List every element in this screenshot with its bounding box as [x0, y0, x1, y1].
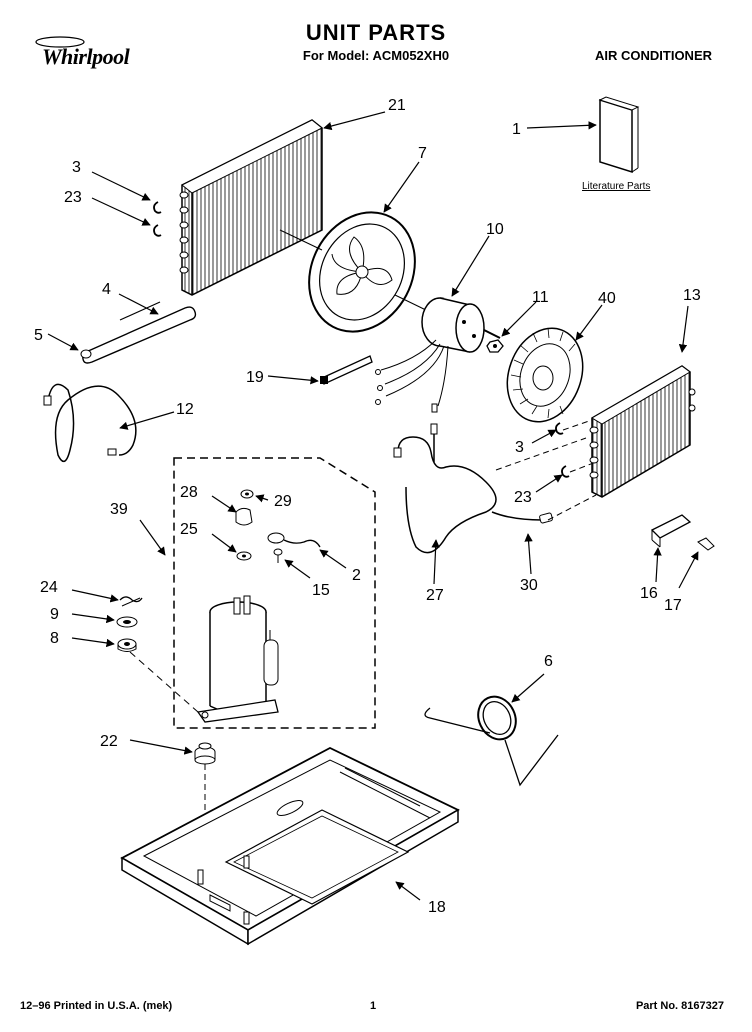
clip-3-left [153, 201, 162, 214]
callout-23-left: 23 [64, 189, 82, 206]
product-type: AIR CONDITIONER [595, 48, 712, 63]
literature-pamphlet [598, 96, 640, 174]
compressor [196, 595, 279, 723]
callout-19: 19 [246, 369, 264, 386]
callout-25: 25 [180, 521, 198, 538]
callout-39: 39 [110, 501, 128, 518]
callout-22: 22 [100, 733, 118, 750]
drain-heater-tube [80, 301, 197, 364]
mount-8 [117, 638, 137, 652]
callout-11: 11 [532, 289, 549, 306]
callout-labels: 1 3 23 21 7 10 11 40 13 4 5 19 12 3 23 2… [34, 97, 701, 916]
condenser-coil [179, 119, 323, 296]
brand-logo: Whirlpool [42, 44, 130, 69]
overload-15 [273, 548, 283, 563]
callout-4: 4 [102, 281, 111, 298]
screw-17 [697, 537, 715, 551]
footer-page-number: 1 [370, 1000, 377, 1012]
bolt-24 [119, 596, 143, 607]
base-pan [120, 746, 460, 946]
callout-8: 8 [50, 630, 59, 647]
callout-3-right: 3 [515, 439, 524, 456]
literature-parts-label: Literature Parts [582, 181, 651, 192]
callout-10: 10 [486, 221, 504, 238]
grommet-22 [194, 742, 216, 765]
callout-28: 28 [180, 484, 198, 501]
callout-16: 16 [640, 585, 658, 602]
whirlpool-logo-mark [35, 36, 85, 48]
capillary-tube [393, 423, 497, 554]
callout-40: 40 [598, 290, 616, 307]
bracket-16 [650, 514, 692, 548]
clip-23-left [153, 224, 162, 237]
washer-25 [236, 551, 252, 561]
blower-wheel [506, 327, 584, 423]
callout-18: 18 [428, 899, 446, 916]
callout-29: 29 [274, 493, 292, 510]
callout-5: 5 [34, 327, 43, 344]
callout-21: 21 [388, 97, 406, 114]
callout-23-right: 23 [514, 489, 532, 506]
dashed-connectors [495, 419, 597, 521]
footer-part-number: Part No. 8167327 [635, 1000, 724, 1012]
footer-print-info: 12–96 Printed in U.S.A. (mek) [20, 1000, 173, 1012]
gasket-ring [424, 695, 559, 787]
callout-27: 27 [426, 587, 444, 604]
leader-lines [47, 111, 699, 901]
washer-9 [116, 616, 138, 628]
callout-12: 12 [176, 401, 194, 418]
model-subtitle: For Model: ACM052XH0 [302, 48, 450, 63]
callout-2: 2 [352, 567, 361, 584]
callout-9: 9 [50, 606, 59, 623]
fan-shroud [279, 211, 431, 333]
nut-11 [486, 339, 504, 353]
callout-3-left: 3 [72, 159, 81, 176]
callout-24: 24 [40, 579, 58, 596]
sensor-wire [43, 383, 137, 463]
thermistor [491, 511, 553, 524]
compressor-group-outline [173, 457, 376, 729]
evaporator-coil [589, 365, 696, 498]
callout-7: 7 [418, 145, 427, 162]
callout-6: 6 [544, 653, 553, 670]
mount-leader [129, 651, 199, 713]
grommet-29 [240, 489, 254, 499]
strap-19 [320, 355, 373, 385]
page-title: UNIT PARTS [305, 20, 447, 45]
terminal-cover-28 [235, 507, 253, 526]
overload-protector-2 [267, 532, 321, 548]
fan-motor [375, 297, 501, 413]
callout-17: 17 [664, 597, 682, 614]
clip-3-right [555, 422, 564, 435]
callout-13: 13 [683, 287, 701, 304]
callout-30: 30 [520, 577, 538, 594]
callout-1: 1 [512, 121, 521, 138]
clip-23-right [561, 465, 570, 478]
callout-15: 15 [312, 582, 330, 599]
